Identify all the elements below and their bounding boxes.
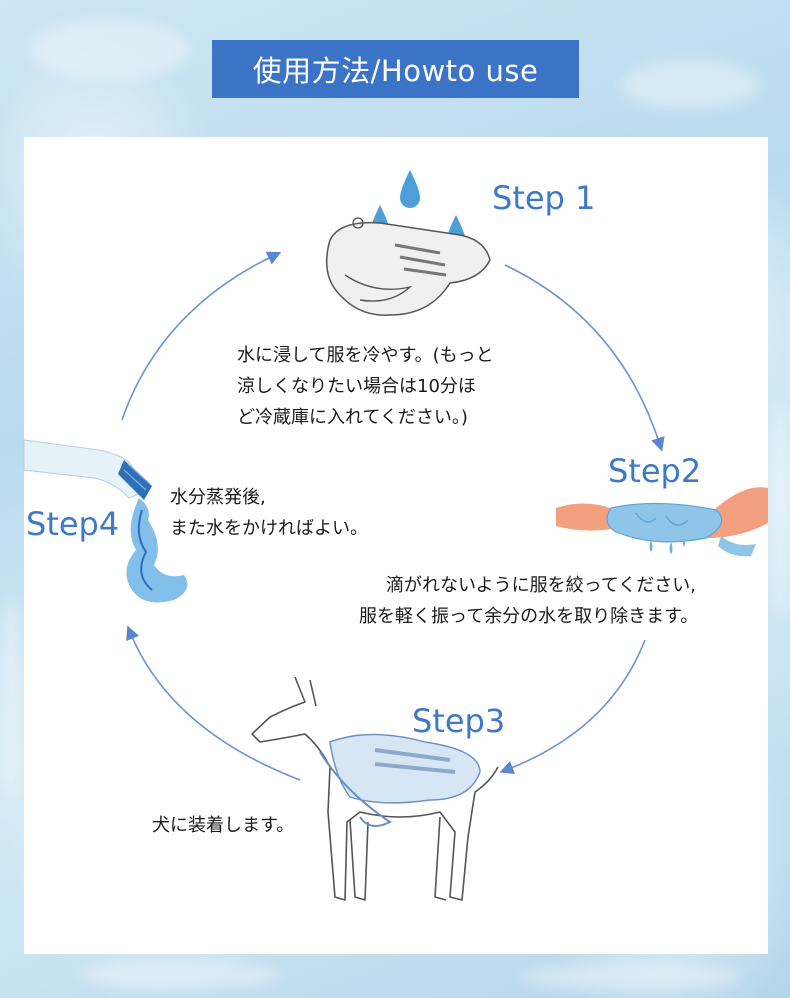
step2-line-1: 滴がれないように服を絞ってください, xyxy=(386,575,696,596)
step4-line-1: 水分蒸発後, xyxy=(170,487,266,508)
step1-line-2: 涼しくなりたい場合は10分ほ xyxy=(237,376,476,397)
step1-line-1: 水に浸して服を冷やす。(もっと xyxy=(237,345,494,366)
arrow-step3-to-step4 xyxy=(126,625,301,781)
step2-label: Step2 xyxy=(608,452,702,490)
dog-illustration xyxy=(251,676,499,901)
ice-texture xyxy=(30,20,190,80)
step3-description: 犬に装着します。 xyxy=(152,810,294,841)
ice-texture xyxy=(620,60,760,110)
page-title: 使用方法/Howto use xyxy=(212,40,579,98)
step3-line-1: 犬に装着します。 xyxy=(152,815,295,836)
step4-label: Step4 xyxy=(26,505,120,543)
vest-illustration xyxy=(325,170,491,316)
step4-line-2: また水をかければよい。 xyxy=(170,518,368,539)
step1-label: Step 1 xyxy=(492,179,596,217)
wringing-hands-illustration xyxy=(556,487,768,557)
ice-texture xyxy=(0,600,22,800)
step2-description: 滴がれないように服を絞ってください, 服を軽く振って余分の水を取り除きます。 xyxy=(359,570,698,632)
arrow-step4-to-step1 xyxy=(121,251,282,421)
step1-description: 水に浸して服を冷やす。(もっと 涼しくなりたい場合は10分ほ ど冷蔵庫に入れてく… xyxy=(237,340,494,433)
arrow-step2-to-step3 xyxy=(499,639,646,775)
step1-line-3: ど冷蔵庫に入れてください。) xyxy=(237,407,468,428)
step3-label: Step3 xyxy=(412,702,506,740)
water-bottle-illustration xyxy=(23,439,188,603)
ice-texture xyxy=(520,962,740,992)
step4-description: 水分蒸発後, また水をかければよい。 xyxy=(170,482,368,544)
ice-texture xyxy=(80,960,280,990)
ice-texture xyxy=(770,400,790,620)
step2-line-2: 服を軽く振って余分の水を取り除きます。 xyxy=(359,606,699,627)
arrow-step1-to-step2 xyxy=(504,264,665,452)
